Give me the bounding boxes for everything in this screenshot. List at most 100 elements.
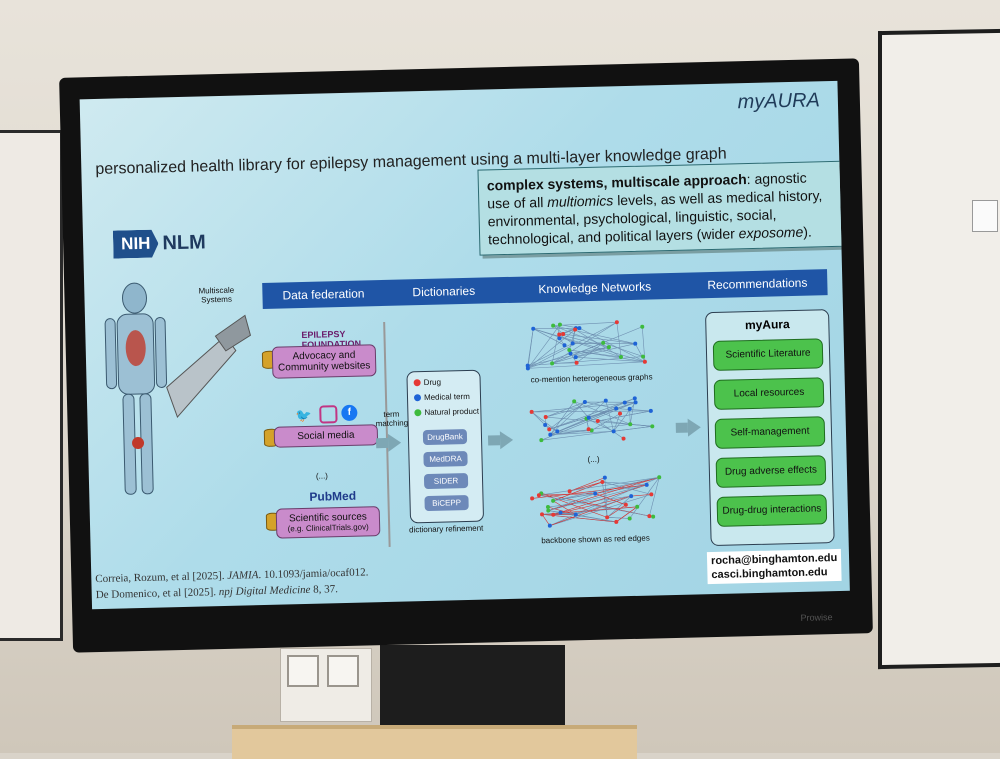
reference-text: De Domenico, et al [2025]. (95, 586, 219, 602)
network-edge (616, 322, 622, 358)
network-edge (548, 493, 596, 511)
dictionary-item: MedDRA (423, 450, 468, 468)
legend-label: Natural product (424, 406, 480, 418)
wall-switch (972, 200, 998, 232)
nih-nlm-logo: NIH NLM (113, 228, 206, 258)
network-edge (575, 356, 645, 363)
network-edge (553, 321, 617, 326)
legend-dot-icon (413, 379, 421, 387)
network-node (633, 400, 638, 405)
source-box: Advocacy and Community websites (271, 344, 377, 379)
network-edge (549, 401, 586, 430)
network-edge (553, 477, 660, 502)
network-edge (547, 506, 576, 515)
network-edge (553, 493, 596, 502)
network-edge (527, 346, 609, 366)
network-node (629, 494, 634, 499)
socket (327, 655, 359, 687)
network-edge (629, 408, 631, 425)
human-body-figure (104, 282, 252, 495)
network-node (573, 355, 578, 360)
network-node (574, 360, 579, 365)
facebook-icon: f (341, 404, 358, 422)
network-node (589, 428, 594, 433)
network-node (632, 396, 637, 401)
network-node (573, 327, 578, 332)
network-node (649, 492, 654, 497)
network-node (562, 343, 567, 348)
reco-item-scientific-literature: Scientific Literature (712, 338, 824, 371)
network-edge (563, 333, 636, 344)
nih-logo: NIH (113, 229, 159, 258)
network-node (651, 514, 656, 519)
term-matching-label: term matching (375, 409, 409, 429)
network-edge (616, 408, 651, 412)
slide-brand: myAURA (737, 89, 821, 114)
network-node (567, 347, 572, 352)
network-edge (541, 514, 551, 526)
dictionary-item: DrugBank (422, 429, 468, 446)
network-edge (575, 495, 632, 515)
tv-brand: Prowise (800, 612, 833, 623)
dictionary-refinement-label: dictionary refinement (408, 523, 484, 535)
left-whiteboard (0, 130, 63, 641)
network-edge (559, 334, 573, 344)
table (232, 725, 637, 759)
network-edge (606, 504, 627, 518)
network-node (647, 514, 652, 519)
network-edge (553, 481, 603, 502)
contact-website: casci.binghamton.edu (711, 566, 828, 582)
network-node (545, 505, 550, 510)
reference-text: Correia, Rozum, et al [2025]. (95, 569, 228, 586)
legend-item: Natural product (414, 407, 480, 418)
network-edge (586, 400, 607, 419)
network-edge (569, 349, 622, 358)
network-node (606, 345, 611, 350)
pipeline-step: Recommendations (707, 275, 808, 293)
network-node (570, 341, 575, 346)
network-node (640, 324, 645, 329)
nlm-logo: NLM (162, 230, 207, 254)
network-edge (557, 430, 592, 432)
network-edge (613, 402, 636, 432)
twitter-icon: 🐦 (295, 407, 312, 424)
network-node (536, 493, 541, 498)
network-node (621, 436, 626, 441)
network-edge (527, 361, 645, 369)
references: Correia, Rozum, et al [2025]. JAMIA. 10.… (95, 564, 369, 603)
network-edge (602, 481, 647, 486)
network-node (623, 502, 628, 507)
network-edge (542, 514, 576, 515)
network-edge (549, 494, 652, 526)
network-node (644, 482, 649, 487)
network-edge (570, 346, 609, 354)
network-node (614, 320, 619, 325)
dictionary-item: SIDER (423, 472, 469, 490)
network-node (529, 409, 534, 414)
data-federation-column: EPILEPSY FOUNDATION Advocacy and Communi… (261, 321, 391, 550)
ellipsis: (...) (315, 471, 329, 481)
network-node (601, 340, 606, 345)
network-node (628, 422, 633, 427)
callout-text: ). (803, 223, 813, 240)
network-edge (552, 342, 604, 364)
callout-text: use of all (487, 193, 548, 212)
network-edge (527, 356, 644, 366)
backbone-label: backbone shown as red edges (541, 533, 650, 546)
callout-text: technological, and political layers (wid… (487, 225, 739, 248)
network-edge (531, 402, 636, 413)
network-node (525, 363, 530, 368)
network-edge (634, 343, 646, 362)
network-node (557, 322, 562, 327)
network-edge (531, 410, 651, 413)
source-box: Scientific sources (e.g. ClinicalTrials.… (275, 506, 381, 539)
arrow-right-icon (687, 418, 702, 437)
network-node (605, 515, 610, 520)
network-node (627, 516, 632, 521)
wall-sockets (280, 648, 372, 722)
network-node (600, 479, 605, 484)
network-edge (531, 411, 546, 426)
source-box: Social media (273, 424, 379, 448)
network-node (573, 512, 578, 517)
arrow-right-icon (387, 433, 402, 452)
